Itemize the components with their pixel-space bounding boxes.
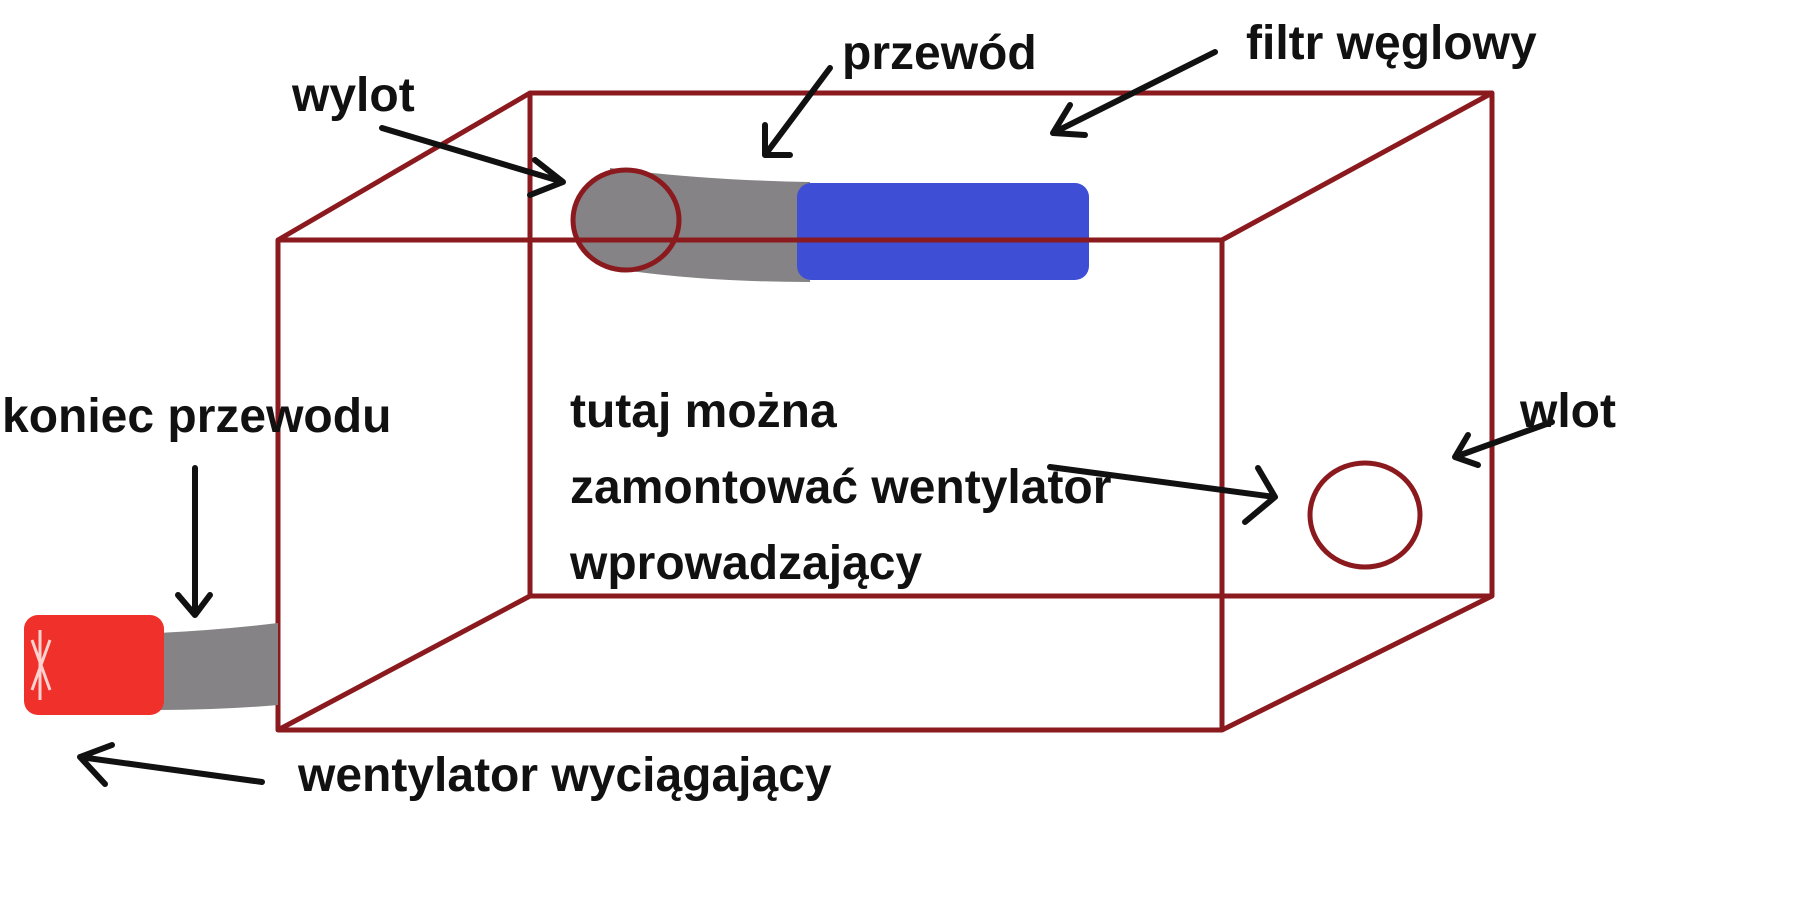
outlet-circle	[570, 167, 682, 273]
intake-fan-arrow	[1047, 464, 1278, 525]
exhaust-fan	[24, 615, 164, 715]
duct-arrow	[762, 65, 833, 158]
duct-label: przewód	[842, 27, 1037, 80]
inlet-label: wlot	[1520, 385, 1616, 438]
duct-end-arrow	[175, 465, 213, 618]
carbon-filter-arrow	[1050, 49, 1218, 138]
intake-fan-note: tutaj można zamontować wentylator wprowa…	[570, 374, 1111, 602]
arrows	[77, 49, 1555, 787]
carbon-filter	[797, 183, 1089, 280]
intake-fan-note-line-1: tutaj można	[570, 385, 837, 438]
outlet-arrow	[379, 125, 566, 198]
outlet-label: wylot	[292, 69, 415, 122]
intake-fan-note-line-2: zamontować wentylator	[570, 461, 1112, 514]
duct-end-hose	[158, 623, 278, 710]
carbon-filter-label: filtr węglowy	[1246, 17, 1537, 70]
exhaust-fan-label: wentylator wyciągający	[298, 749, 832, 802]
inlet-circle	[1307, 460, 1423, 570]
exhaust-fan-arrow	[77, 742, 265, 787]
inlet-arrow	[1452, 419, 1555, 468]
intake-fan-note-line-3: wprowadzający	[570, 537, 923, 590]
grow-box-front-face	[275, 90, 1494, 733]
duct-end-label: koniec przewodu	[2, 390, 392, 443]
